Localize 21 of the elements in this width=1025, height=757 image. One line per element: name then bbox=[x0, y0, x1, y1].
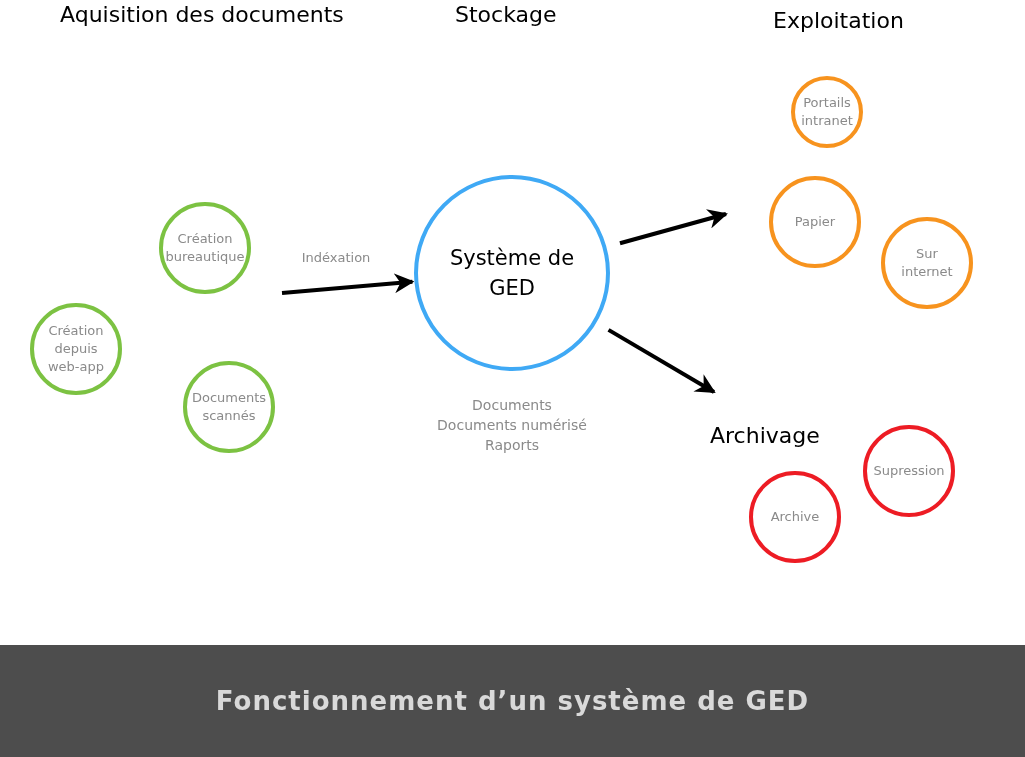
arrow bbox=[281, 273, 415, 295]
section-heading: Stockage bbox=[455, 2, 557, 27]
node-label: Création depuis web-app bbox=[46, 322, 105, 376]
node-label: Système de GED bbox=[448, 245, 576, 302]
node-label: Sur internet bbox=[900, 245, 954, 281]
node-label: Création bureautique bbox=[164, 230, 246, 266]
section-heading: Aquisition des documents bbox=[60, 2, 344, 27]
node-label: Archive bbox=[769, 508, 821, 526]
node-label: Papier bbox=[793, 213, 837, 231]
section-heading: Exploitation bbox=[773, 8, 904, 33]
node-note: Documents numérisé bbox=[437, 417, 587, 433]
node-label: Supression bbox=[872, 462, 946, 480]
arrow bbox=[607, 328, 716, 394]
node-label: Portails intranet bbox=[800, 94, 854, 130]
node-label: Documents scannés bbox=[190, 389, 268, 425]
node-note: Raports bbox=[485, 437, 539, 453]
arrow bbox=[619, 209, 728, 246]
caption: Fonctionnement d’un système de GED bbox=[215, 686, 810, 716]
section-heading: Archivage bbox=[710, 423, 820, 448]
edge-label: Indéxation bbox=[301, 250, 371, 265]
node-note: Documents bbox=[472, 397, 552, 413]
